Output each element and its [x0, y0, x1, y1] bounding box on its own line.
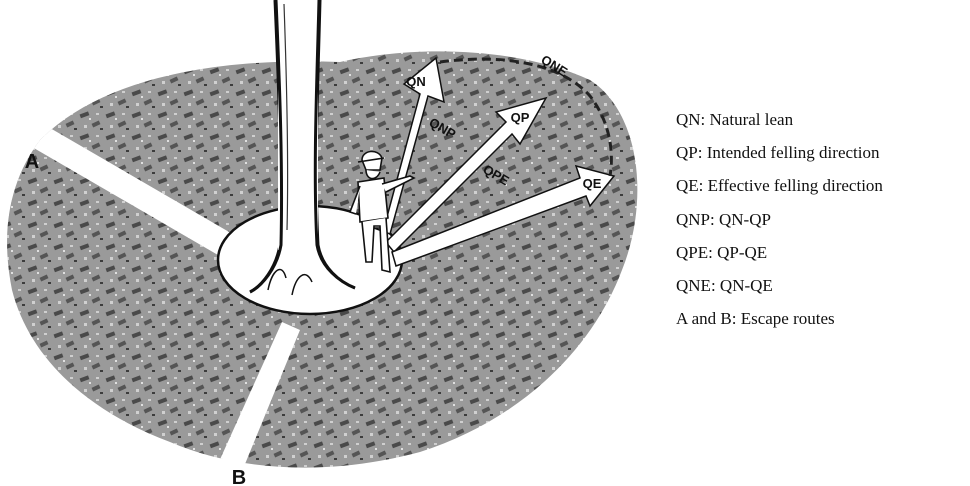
label-qn: QN — [406, 74, 426, 89]
felling-diagram: QN QP QE QNP QPE QNE A B — [0, 0, 660, 486]
legend-item-qpe: QPE: QP-QE — [676, 243, 883, 276]
label-qp: QP — [511, 110, 530, 125]
route-label-a: A — [25, 151, 39, 173]
route-label-b: B — [232, 467, 246, 486]
legend-item-qe: QE: Effective felling direction — [676, 176, 883, 209]
legend-item-qn: QN: Natural lean — [676, 110, 883, 143]
legend-item-qne: QNE: QN-QE — [676, 276, 883, 309]
legend-item-qp: QP: Intended felling direction — [676, 143, 883, 176]
legend-item-qnp: QNP: QN-QP — [676, 210, 883, 243]
legend: QN: Natural lean QP: Intended felling di… — [676, 110, 883, 342]
label-qe: QE — [583, 176, 602, 191]
legend-item-escape-routes: A and B: Escape routes — [676, 309, 883, 342]
